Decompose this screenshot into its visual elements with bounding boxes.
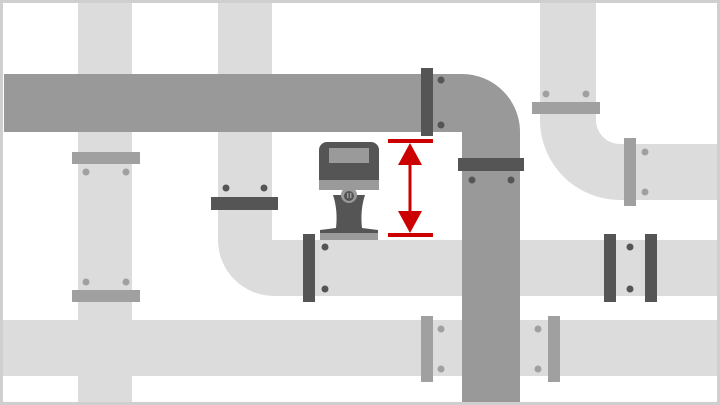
- bolts: [82, 76, 649, 373]
- device-foot: [320, 233, 378, 240]
- bolt: [437, 365, 445, 373]
- flange: [211, 197, 278, 210]
- flange: [72, 152, 140, 164]
- device-mount: [320, 195, 378, 240]
- bolt: [582, 90, 590, 98]
- bolt: [542, 90, 550, 98]
- flange: [303, 234, 315, 302]
- device-display: [329, 148, 369, 163]
- bolt: [437, 76, 445, 84]
- flange: [421, 316, 433, 382]
- bolt: [321, 243, 329, 251]
- light-pipe-horizontal-bottom: [0, 320, 720, 376]
- flange: [624, 138, 636, 206]
- distance-measurement-arrow-icon: [388, 139, 433, 237]
- bolt: [626, 285, 634, 293]
- flange: [645, 234, 657, 302]
- bolt: [437, 121, 445, 129]
- bolt: [321, 285, 329, 293]
- bolt: [260, 184, 268, 192]
- bolt: [122, 168, 130, 176]
- bolt: [122, 278, 130, 286]
- bolt: [641, 148, 649, 156]
- bolt: [82, 168, 90, 176]
- flanges: [72, 68, 657, 382]
- bolt: [82, 278, 90, 286]
- bolt: [534, 365, 542, 373]
- light-pipe-elbow-middle: [218, 0, 720, 296]
- bolt: [437, 325, 445, 333]
- flange: [532, 102, 600, 114]
- light-pipe-elbow-top-right: [540, 0, 720, 200]
- bolt: [507, 176, 515, 184]
- bolt: [222, 184, 230, 192]
- flange: [458, 158, 524, 171]
- flange: [604, 234, 616, 302]
- flange: [421, 68, 433, 136]
- flange: [72, 290, 140, 302]
- flange: [548, 316, 560, 382]
- sensor-device-icon: [319, 142, 379, 240]
- device-band: [319, 180, 379, 190]
- main-pipe-elbow: [4, 74, 520, 405]
- bolt: [468, 176, 476, 184]
- bolt: [626, 243, 634, 251]
- bolt: [641, 188, 649, 196]
- bolt: [534, 325, 542, 333]
